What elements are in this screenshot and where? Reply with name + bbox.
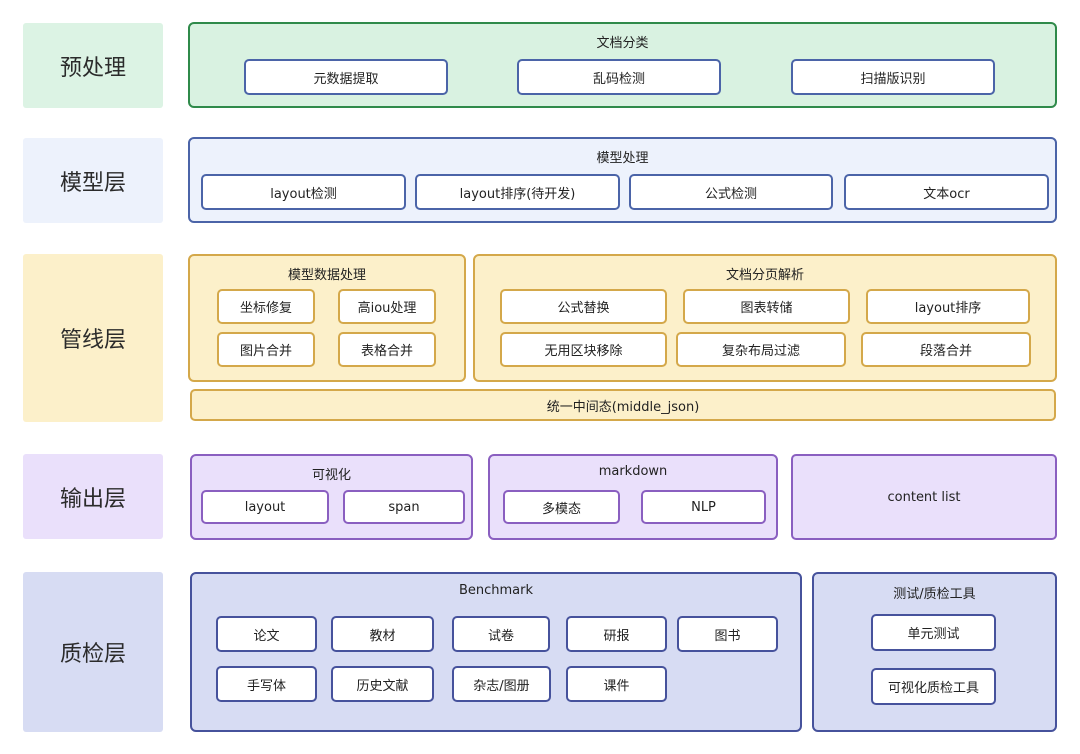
qa-tools-panel: 测试/质检工具 [812,572,1057,732]
benchmark-item-magazine: 杂志/图册 [452,666,551,702]
pipeline-item-image-merge: 图片合并 [217,332,315,367]
output-item-layout: layout [201,490,329,524]
visual-panel-title: 可视化 [311,468,351,483]
benchmark-panel-title: Benchmark [458,583,534,598]
preprocess-panel-title: 文档分类 [596,36,649,51]
output-item-nlp: NLP [641,490,766,524]
pipeline-item-coord-fix: 坐标修复 [217,289,315,324]
output-item-multimodal: 多模态 [503,490,620,524]
pipeline-item-high-iou: 高iou处理 [338,289,436,324]
layer-label-preprocess: 预处理 [23,23,163,108]
layer-label-output: 输出层 [23,454,163,539]
markdown-panel-title: markdown [598,464,668,479]
benchmark-item-textbook: 教材 [331,616,434,652]
benchmark-item-book: 图书 [677,616,778,652]
preprocess-item-metadata: 元数据提取 [244,59,448,95]
layer-label-qa-text: 质检层 [59,642,126,667]
layer-label-model: 模型层 [23,138,163,223]
pipeline-item-complex-layout: 复杂布局过滤 [676,332,846,367]
benchmark-item-historical: 历史文献 [331,666,434,702]
benchmark-item-courseware: 课件 [566,666,667,702]
pipeline-item-layout-sort: layout排序 [866,289,1030,324]
pipeline-item-table-merge: 表格合并 [338,332,436,367]
model-panel-title: 模型处理 [596,151,649,166]
layer-label-preprocess-text: 预处理 [59,55,126,81]
qa-tool-unit-test: 单元测试 [871,614,996,651]
model-item-formula-detect: 公式检测 [629,174,833,210]
model-item-text-ocr: 文本ocr [844,174,1049,210]
benchmark-panel: Benchmark [190,572,802,732]
layer-label-model-text: 模型层 [59,170,126,196]
pipeline-item-formula-replace: 公式替换 [500,289,667,324]
benchmark-item-handwriting: 手写体 [216,666,317,702]
benchmark-item-research: 研报 [566,616,667,652]
preprocess-item-garbled: 乱码检测 [517,59,721,95]
benchmark-item-paper: 论文 [216,616,317,652]
pipeline-item-paragraph-merge: 段落合并 [861,332,1031,367]
content-list-panel: content list [791,454,1057,540]
preprocess-item-scan: 扫描版识别 [791,59,995,95]
pipeline-item-remove-blocks: 无用区块移除 [500,332,667,367]
model-item-layout-sort: layout排序(待开发) [415,174,620,210]
layer-label-qa: 质检层 [23,572,163,732]
layer-label-output-text: 输出层 [59,486,126,512]
layer-label-pipeline: 管线层 [23,254,163,422]
pipeline-item-chart-dump: 图表转储 [683,289,850,324]
qa-tool-visual-qa: 可视化质检工具 [871,668,996,705]
middle-json-bar: 统一中间态(middle_json) [190,389,1056,421]
model-item-layout-detect: layout检测 [201,174,406,210]
qa-tools-panel-title: 测试/质检工具 [893,587,976,602]
output-item-span: span [343,490,465,524]
doc-parse-panel-title: 文档分页解析 [725,268,804,283]
layer-label-pipeline-text: 管线层 [59,328,126,353]
model-data-panel-title: 模型数据处理 [287,268,366,283]
benchmark-item-exam: 试卷 [452,616,550,652]
